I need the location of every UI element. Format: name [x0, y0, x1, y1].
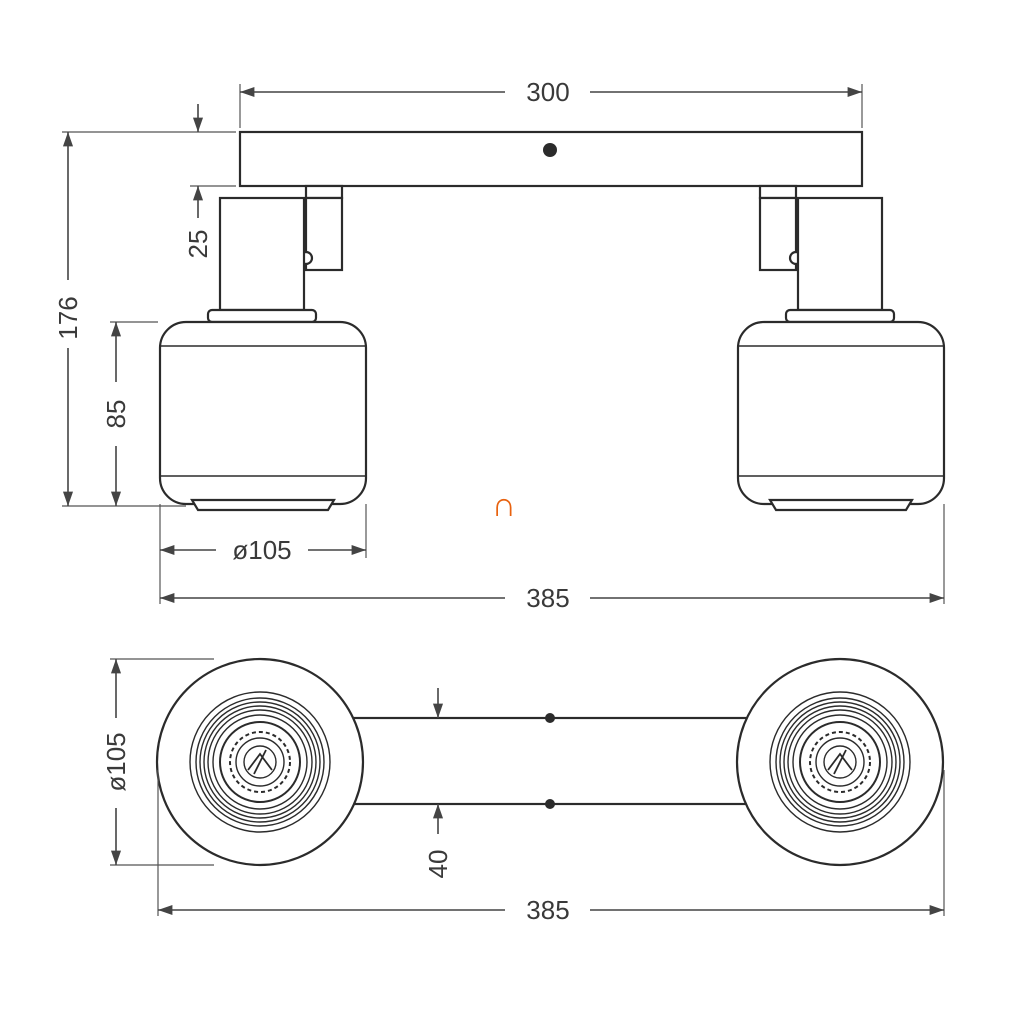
right-lens-rim: [768, 498, 914, 512]
base-plate: [238, 130, 864, 188]
dim-label-stem-height: 25: [183, 230, 213, 259]
dim-label-top-width: 300: [526, 77, 569, 107]
dim-head-diameter-front: ø105: [159, 504, 367, 565]
dim-total-width-bottom: 385: [157, 770, 945, 925]
dim-label-head-height: 85: [101, 400, 131, 429]
right-stem: [796, 196, 884, 312]
left-lamp-bottom: [155, 657, 365, 867]
dim-base-width-bottom: 40: [423, 688, 453, 878]
dim-label-base-width-bottom: 40: [423, 850, 453, 879]
dim-label-head-diameter-bottom: ø105: [101, 732, 131, 791]
front-view: 300 176 25 85: [53, 77, 946, 613]
left-lens-rim: [190, 498, 336, 512]
left-head: [158, 320, 368, 506]
dim-label-total-width-bottom: 385: [526, 895, 569, 925]
dim-head-height: 85: [101, 321, 158, 506]
right-collar: [784, 308, 896, 324]
right-lamp-front: [736, 184, 946, 512]
dim-top-width: 300: [239, 77, 863, 128]
dim-stem-height: 25: [183, 104, 236, 258]
left-collar: [206, 308, 318, 324]
right-head: [736, 320, 946, 506]
brand-logo-icon: ∩: [492, 486, 516, 524]
right-bracket-top: [758, 184, 798, 200]
right-lamp-bottom: [735, 657, 945, 867]
dim-total-height: 176: [53, 131, 236, 507]
left-bracket-top: [304, 184, 344, 200]
bottom-base-bar: [348, 716, 752, 806]
left-lamp-front: [158, 184, 368, 512]
left-stem: [218, 196, 306, 312]
dim-label-total-width-front: 385: [526, 583, 569, 613]
bottom-view: ø105 40 385: [101, 657, 945, 925]
dim-head-diameter-bottom: ø105: [101, 658, 214, 866]
base-screw: [543, 143, 557, 157]
dim-label-head-diameter-front: ø105: [232, 535, 291, 565]
dim-total-width-front: 385: [159, 504, 945, 613]
dim-label-total-height: 176: [53, 296, 83, 339]
